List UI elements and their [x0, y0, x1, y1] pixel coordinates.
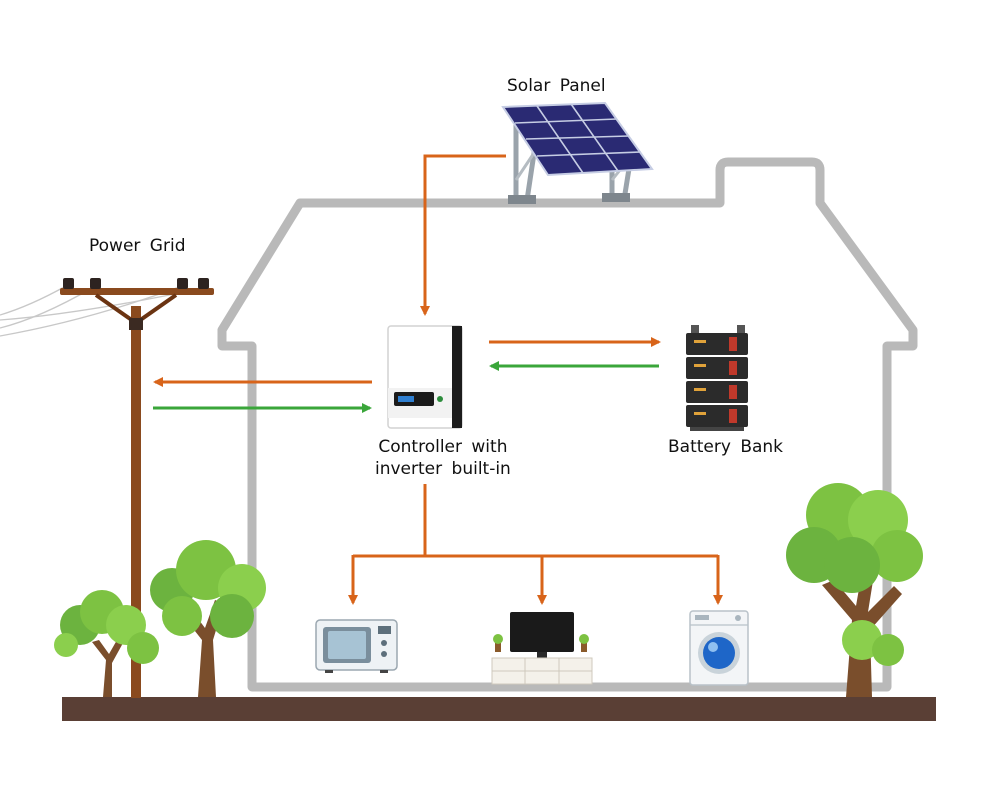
power-pole-icon: [60, 278, 214, 698]
ground-strip: [62, 697, 936, 721]
flow-arrows: [153, 154, 723, 605]
tree-icon: [54, 590, 159, 697]
battery-bank-icon: [686, 325, 748, 431]
television-icon: [491, 612, 593, 685]
house-outline: [217, 157, 918, 692]
arrow-solar-to-controller: [420, 154, 506, 316]
tree-icon: [786, 483, 923, 697]
arrow-controller-to-loads: [353, 484, 718, 558]
microwave-icon: [315, 619, 398, 673]
controller-label-line1: Controller with: [378, 437, 508, 457]
controller-label-line2: inverter built-in: [375, 459, 511, 479]
solar-panel-label: Solar Panel: [507, 76, 606, 96]
solar-panel-icon: [501, 101, 654, 204]
controller-label: Controller with inverter built-in: [375, 436, 511, 480]
washing-machine-icon: [689, 610, 749, 686]
power-grid-label: Power Grid: [89, 236, 186, 256]
battery-bank-label: Battery Bank: [668, 437, 784, 457]
inverter-icon: [387, 325, 463, 429]
tree-icon: [150, 540, 266, 697]
